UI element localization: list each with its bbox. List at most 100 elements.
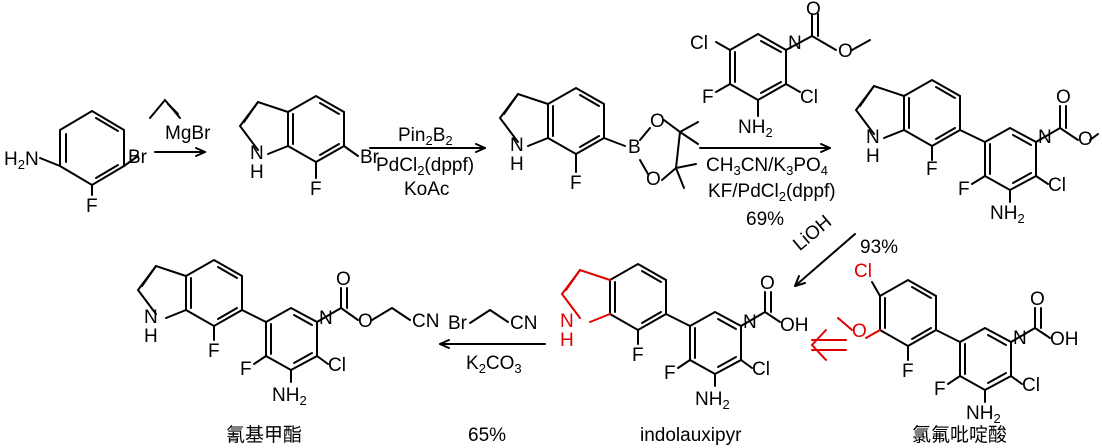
atom-label-n: N	[1038, 127, 1052, 148]
atom-nh: NH	[695, 389, 723, 410]
atom-label-o: O	[852, 321, 867, 342]
caption-yield-65: 65%	[468, 425, 507, 446]
atom-label-o: O	[760, 273, 775, 294]
atom-label-nh2: NH2	[272, 385, 307, 408]
atom-label-f: F	[240, 359, 252, 380]
atom-label-nh2: NH2	[738, 117, 773, 140]
atom-label-cl: Cl	[854, 261, 872, 282]
atom-label-o: O	[806, 0, 821, 20]
atom-label-n: N	[319, 308, 333, 329]
reagent-text: CN/K	[740, 155, 787, 176]
atom-label-f: F	[902, 361, 914, 382]
atom-label-o: O	[646, 169, 661, 190]
atom-nh: NH	[990, 203, 1018, 224]
atom-label-n: N	[866, 127, 880, 148]
atom-label-f: F	[958, 179, 970, 200]
atom-label-b: B	[628, 137, 641, 158]
subscript-3: 3	[733, 163, 741, 178]
subscript-3: 3	[514, 361, 522, 376]
atom-label-h: H	[560, 330, 574, 351]
atom-label-cl: Cl	[800, 87, 818, 108]
atom-label-f: F	[926, 159, 938, 180]
atom-label-oh: OH	[1050, 329, 1079, 350]
subscript-2: 2	[445, 133, 453, 148]
atom-label-o: O	[1056, 87, 1071, 108]
reagent-text: PO	[793, 155, 821, 176]
subscript-2: 2	[17, 157, 25, 172]
atom-label-cl: Cl	[1022, 375, 1040, 396]
subscript-2: 2	[417, 163, 425, 178]
atom-label-nh2: NH2	[990, 203, 1025, 226]
reagent-br: Br	[448, 313, 467, 334]
reagent-ch3cn-k3po4: CH3CN/K3PO4	[706, 155, 828, 178]
atom-label-oh: OH	[780, 315, 809, 336]
atom-label-f: F	[664, 363, 676, 384]
atom-label-h2n: H2N	[4, 149, 39, 172]
atom-label-cl: Cl	[1048, 175, 1066, 196]
atom-nh: NH	[738, 117, 766, 138]
atom-label-n: N	[510, 135, 524, 156]
reagent-text: KF/PdCl	[708, 181, 779, 202]
atom-label-h: H	[250, 162, 264, 183]
atom-label-o: O	[1078, 129, 1093, 150]
reagent-mgbr: MgBr	[165, 123, 211, 144]
atom-nh: NH	[966, 403, 994, 424]
atom-label-br: Br	[360, 147, 379, 168]
reagent-pin2b2: Pin2B2	[398, 125, 453, 148]
subscript-2: 2	[993, 411, 1001, 426]
subscript-2: 2	[425, 133, 433, 148]
reagent-cn: CN	[510, 313, 538, 334]
reagent-text: Pin	[398, 125, 426, 146]
atom-label-n: N	[144, 307, 158, 328]
caption-indolauxipyr: indolauxipyr	[640, 425, 742, 446]
atom-label-n: N	[1013, 328, 1027, 349]
atom-label-cn: CN	[412, 311, 440, 332]
atom-label-o: O	[1030, 289, 1045, 310]
atom-label-h: H	[144, 326, 158, 347]
reagent-text: CO	[485, 353, 515, 374]
atom-label-o: O	[336, 269, 351, 290]
atom-label-n: N	[743, 312, 757, 333]
atom-label-f: F	[208, 341, 220, 362]
subscript-2: 2	[299, 393, 307, 408]
reagent-k2co3: K2CO3	[466, 353, 522, 376]
subscript-2: 2	[722, 397, 730, 412]
reagent-pdcl2-dppf: PdCl2(dppf)	[376, 155, 475, 178]
atom-label-f: F	[570, 173, 582, 194]
atom-label-f: F	[934, 379, 946, 400]
reagent-text: (dppf)	[424, 155, 475, 176]
atom-label-br: Br	[128, 147, 147, 168]
atom-label-cl: Cl	[690, 33, 708, 54]
subscript-3: 3	[786, 163, 794, 178]
atom-label-o: O	[838, 41, 853, 62]
atom-label-h: H	[510, 154, 524, 175]
subscript-2: 2	[765, 125, 773, 140]
reagent-text: (dppf)	[785, 181, 836, 202]
reagent-kf-pdcl2: KF/PdCl2(dppf)	[708, 181, 836, 204]
atom-label-cl: Cl	[752, 359, 770, 380]
reagent-text: CH	[706, 155, 734, 176]
subscript-2: 2	[778, 189, 786, 204]
atom-label-f: F	[702, 87, 714, 108]
atom-label-f: F	[310, 179, 322, 200]
atom-label-f: F	[632, 345, 644, 366]
atom-label-n: N	[560, 311, 574, 332]
atom-nh: NH	[272, 385, 300, 406]
subscript-2: 2	[1017, 211, 1025, 226]
atom-label-o: O	[358, 311, 373, 332]
reagent-koac: KoAc	[404, 179, 450, 200]
reagent-text: K	[466, 353, 479, 374]
caption-florpyrauxifen-acid: 氯氟吡啶酸	[912, 424, 1008, 446]
atom-n: N	[24, 149, 39, 170]
subscript-2: 2	[478, 361, 486, 376]
atom-label-o: O	[650, 111, 665, 132]
atom-label-h: H	[866, 146, 880, 167]
atom-label-cl: Cl	[328, 355, 346, 376]
atom-label-nh2: NH2	[695, 389, 730, 412]
atom-label-nh2: NH2	[966, 403, 1001, 426]
reagent-text: PdCl	[376, 155, 418, 176]
atom-label-f: F	[86, 196, 98, 217]
yield-step3: 69%	[746, 209, 785, 230]
